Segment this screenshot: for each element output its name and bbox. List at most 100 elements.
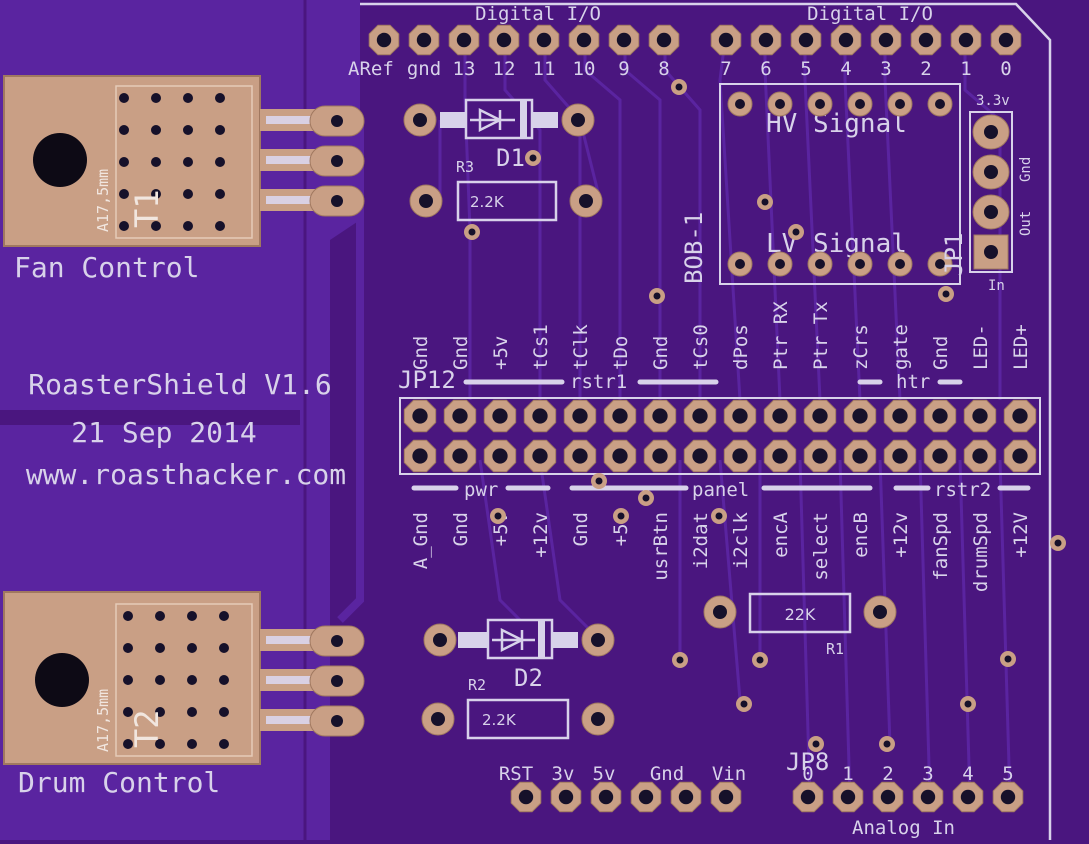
jp1-label-in: In bbox=[988, 278, 1005, 294]
jp12-top-label: dPos bbox=[730, 324, 752, 370]
digital-io-label-12: 12 bbox=[493, 58, 516, 80]
jp12-pin-top bbox=[843, 399, 877, 433]
bob-hv-pad bbox=[727, 91, 753, 117]
analog-pin bbox=[952, 781, 984, 813]
bob-hv-pad bbox=[767, 91, 793, 117]
resistor-r2-ref: R2 bbox=[468, 676, 486, 694]
jp12-pin-bottom bbox=[803, 439, 837, 473]
power-label-vin: Vin bbox=[712, 763, 746, 785]
digital-io-pin-7 bbox=[710, 24, 742, 56]
via bbox=[591, 473, 607, 489]
jp12-pin-bottom bbox=[523, 439, 557, 473]
jp12-top-label-first: Gnd bbox=[410, 336, 432, 370]
via bbox=[649, 288, 665, 304]
power-pin bbox=[710, 781, 742, 813]
jp12-top-label: Ptr RX bbox=[770, 301, 792, 370]
jp12-pin-top bbox=[1003, 399, 1037, 433]
digital-io-left-label: Digital I/O bbox=[475, 3, 601, 25]
jp12-pin-bottom bbox=[643, 439, 677, 473]
digital-io-pin-5 bbox=[790, 24, 822, 56]
jp12-pin-top bbox=[723, 399, 757, 433]
power-label-5v: 5v bbox=[593, 763, 616, 785]
analog-pin bbox=[872, 781, 904, 813]
jp1-pad bbox=[972, 194, 1010, 230]
diode-d1-ref: D1 bbox=[496, 144, 525, 172]
jp12-top-label: +5v bbox=[490, 336, 512, 370]
digital-io-pin-13 bbox=[448, 24, 480, 56]
resistor-r2: R2 2.2K bbox=[421, 676, 615, 740]
via bbox=[638, 490, 654, 506]
analog-label-2: 2 bbox=[882, 763, 893, 785]
jp12-bottom-label: i2clk bbox=[730, 511, 752, 569]
via bbox=[464, 224, 480, 240]
digital-io-label-4: 4 bbox=[840, 58, 851, 80]
jp12-top-label: gate bbox=[890, 324, 912, 370]
bob-lv-pad bbox=[927, 251, 953, 277]
jp12-top-label: Ptr Tx bbox=[810, 301, 832, 370]
jp12-bottom-label: A_Gnd bbox=[410, 512, 432, 569]
via bbox=[757, 194, 773, 210]
jp1-pad bbox=[972, 154, 1010, 190]
jp12-bottom-label: fanSpd bbox=[930, 512, 952, 581]
power-label-gnd: Gnd bbox=[650, 763, 684, 785]
jp12-bottom-label: +12v bbox=[890, 512, 912, 558]
analog-pin bbox=[792, 781, 824, 813]
jp1-pad-square bbox=[973, 234, 1009, 270]
jp12-top-label: zCrs bbox=[850, 324, 872, 370]
digital-io-label-5: 5 bbox=[800, 58, 811, 80]
fan-control-label: Fan Control bbox=[14, 251, 199, 284]
triac-t1-package: A17,5mm bbox=[94, 169, 112, 232]
triac-t1-ref: T1 bbox=[128, 189, 166, 228]
jp12-pin-top bbox=[763, 399, 797, 433]
group-pwr: pwr bbox=[464, 479, 498, 501]
jp12-pin-top bbox=[443, 399, 477, 433]
digital-io-label-1: 1 bbox=[960, 58, 971, 80]
jp12-pin-bottom bbox=[883, 439, 917, 473]
drum-control-label: Drum Control bbox=[18, 766, 220, 799]
jp12-pin-top bbox=[643, 399, 677, 433]
jp12-pin-bottom bbox=[843, 439, 877, 473]
via bbox=[938, 286, 954, 302]
bob-lv-pad bbox=[727, 251, 753, 277]
digital-io-label-3: 3 bbox=[880, 58, 891, 80]
resistor-r3-ref: R3 bbox=[456, 158, 474, 176]
vias bbox=[464, 79, 1066, 752]
resistor-r3-value: 2.2K bbox=[470, 193, 505, 211]
digital-io-label-8: 8 bbox=[658, 58, 669, 80]
digital-io-right-label: Digital I/O bbox=[807, 3, 933, 25]
via bbox=[1050, 535, 1066, 551]
power-pin bbox=[510, 781, 542, 813]
resistor-r1-ref: R1 bbox=[826, 640, 844, 658]
jp12-pin-top bbox=[883, 399, 917, 433]
bob-hv-pad bbox=[927, 91, 953, 117]
jp12-pin-top bbox=[963, 399, 997, 433]
jp12-pin-bottom bbox=[963, 439, 997, 473]
jp12-pin-bottom bbox=[723, 439, 757, 473]
jp12-top-label: tDo bbox=[610, 336, 632, 370]
triac-t2-package: A17,5mm bbox=[94, 689, 112, 752]
via bbox=[752, 652, 768, 668]
resistor-r1: 22K R1 bbox=[703, 592, 897, 658]
via bbox=[671, 79, 687, 95]
digital-io-label-aref: ARef bbox=[348, 58, 394, 80]
bob-hv-pad bbox=[887, 91, 913, 117]
power-pin bbox=[590, 781, 622, 813]
bob-hv-label: HV Signal bbox=[766, 109, 907, 139]
jp12-pin-bottom bbox=[443, 439, 477, 473]
jp12-pin-top bbox=[483, 399, 517, 433]
triac-t2: A17,5mm T2 bbox=[3, 591, 365, 765]
jp12-top-label: tClk bbox=[570, 324, 592, 370]
digital-io-label-13: 13 bbox=[453, 58, 476, 80]
digital-io-pin-8 bbox=[648, 24, 680, 56]
jp12-top-label: tCs0 bbox=[690, 324, 712, 370]
jp12-pin-top bbox=[803, 399, 837, 433]
jp12-top-label: LED+ bbox=[1010, 324, 1032, 370]
jp12-top-label: LED- bbox=[970, 324, 992, 370]
digital-io-label-0: 0 bbox=[1000, 58, 1011, 80]
jp12-pin-top bbox=[923, 399, 957, 433]
group-rstr2: rstr2 bbox=[934, 479, 991, 501]
analog-label-5: 5 bbox=[1002, 763, 1013, 785]
